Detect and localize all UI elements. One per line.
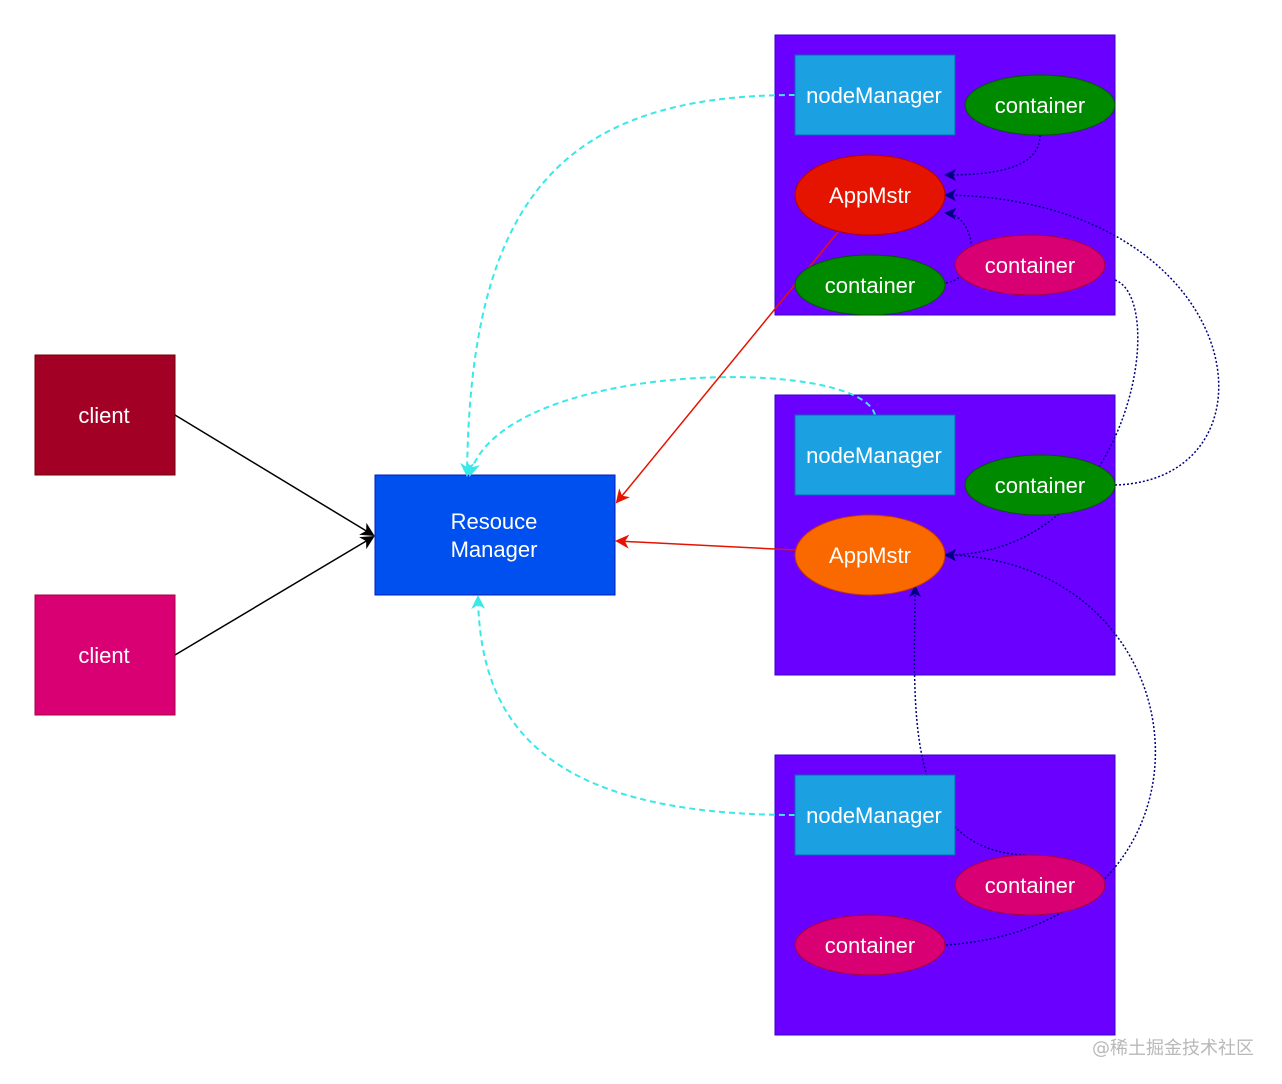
nm2-heartbeat-line — [466, 376, 876, 477]
watermark: @稀土掘金技术社区 — [1092, 1038, 1254, 1059]
n1-container-top-to-am1 — [944, 134, 1041, 181]
client1-to-rm-arrow — [174, 414, 375, 537]
node2-container-green-label: container — [995, 473, 1086, 498]
node-manager-1-label: nodeManager — [806, 83, 942, 108]
node-manager-3-label: nodeManager — [806, 803, 942, 828]
client-label-1: client — [78, 403, 129, 428]
client-box-1[interactable] — [34, 354, 176, 476]
n2-container-to-am1 — [944, 189, 1220, 486]
node3-container-pink-top-label: container — [985, 873, 1076, 898]
resource-manager-box[interactable] — [374, 474, 616, 596]
node1-container-green-top[interactable] — [964, 74, 1116, 136]
node1-container-green-bottom[interactable] — [794, 254, 946, 316]
resource-manager-label-line2: Manager — [451, 537, 538, 562]
app-master-2[interactable] — [794, 514, 946, 596]
node3-container-pink-top[interactable] — [954, 854, 1106, 916]
node3-container-pink-bottom[interactable] — [794, 914, 946, 976]
node3-container-pink-bottom-label: container — [825, 933, 916, 958]
client-label-2: client — [78, 643, 129, 668]
node-manager-3[interactable] — [794, 774, 956, 856]
node-manager-2-label: nodeManager — [806, 443, 942, 468]
nm1-heartbeat-line — [460, 94, 796, 477]
resource-manager-label-line1: Resouce — [451, 509, 538, 534]
node-manager-1[interactable] — [794, 54, 956, 136]
node2-container-green[interactable] — [964, 454, 1116, 516]
client-box-2[interactable] — [34, 594, 176, 716]
client2-to-rm-arrow — [174, 535, 375, 656]
nm3-heartbeat-line — [471, 595, 796, 816]
n3-container-bottom-to-am2 — [944, 549, 1157, 946]
node1-container-pink-label: container — [985, 253, 1076, 278]
node-manager-2[interactable] — [794, 414, 956, 496]
app-master-2-label: AppMstr — [829, 543, 911, 568]
app-master-1[interactable] — [794, 154, 946, 236]
n1-pink-container-to-am2 — [944, 279, 1139, 561]
app-master-1-label: AppMstr — [829, 183, 911, 208]
node1-container-green-bottom-label: container — [825, 273, 916, 298]
am2-to-rm-arrow — [615, 534, 796, 551]
node1-container-green-top-label: container — [995, 93, 1086, 118]
node1-container-pink[interactable] — [954, 234, 1106, 296]
